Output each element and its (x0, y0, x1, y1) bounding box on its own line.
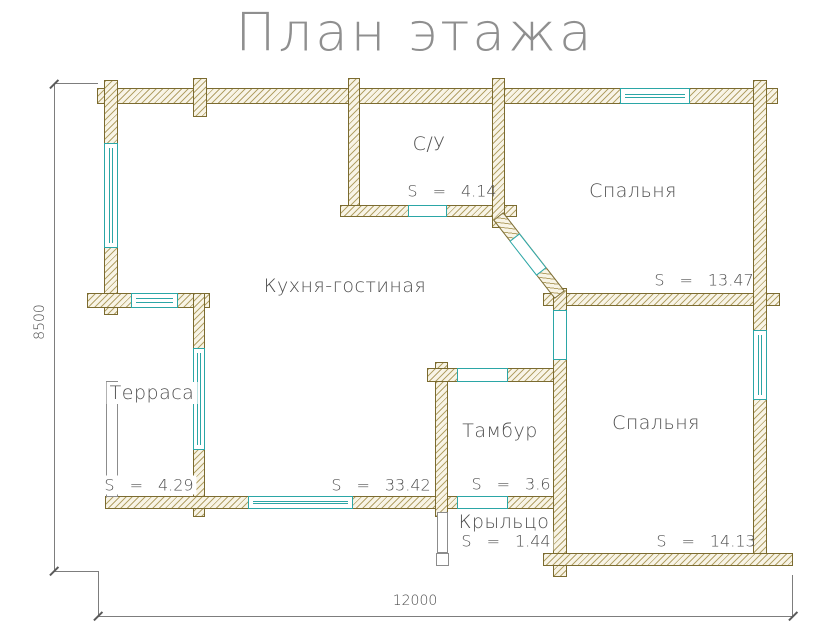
area-value: 33.42 (384, 475, 431, 495)
dimension-extension-top (54, 83, 98, 84)
area-value: 4.29 (157, 475, 194, 495)
area-symbol: S (654, 270, 665, 290)
area-label-kitchen: S = 33.42 (331, 476, 430, 495)
area-value: 13.47 (707, 270, 754, 290)
door-vestibule-bottom (457, 496, 508, 509)
area-symbol: S (104, 475, 115, 495)
room-label-bedroom2: Спальня (612, 412, 700, 434)
porch-edge-wall (437, 512, 448, 553)
window-left-wall (104, 143, 118, 248)
porch-post (436, 553, 449, 566)
area-symbol: S (331, 475, 342, 495)
room-label-porch: Крыльцо (455, 511, 553, 533)
room-label-terrace: Терраса (106, 382, 198, 404)
window-left-stub (131, 293, 178, 308)
area-equals: = (486, 531, 500, 551)
area-label-vestibule: S = 3.6 (471, 475, 550, 494)
area-label-terrace: S = 4.29 (101, 475, 197, 495)
area-equals: = (356, 475, 370, 495)
dimension-width-label: 12000 (392, 593, 438, 609)
terrace-edge-wall (106, 381, 118, 497)
area-label-porch: S = 1.44 (458, 531, 554, 551)
area-value: 3.6 (525, 474, 551, 494)
door-bedroom2 (553, 310, 567, 360)
area-value: 14.13 (709, 531, 756, 551)
room-label-bedroom1: Спальня (589, 180, 677, 202)
page-title: План этажа (235, 2, 595, 64)
dimension-height-label: 8500 (32, 304, 48, 340)
area-label-bedroom2: S = 14.13 (656, 532, 755, 551)
wall-bedroom1-bottom (543, 293, 780, 306)
window-bedroom1-top (620, 88, 690, 104)
area-equals: = (679, 270, 693, 290)
area-equals: = (496, 474, 511, 494)
wall-bathroom-right (492, 78, 505, 228)
area-equals: = (129, 475, 143, 495)
door-bathroom (408, 205, 447, 217)
area-label-bedroom1: S = 13.47 (654, 271, 753, 290)
area-symbol: S (461, 531, 472, 551)
dimension-connector-h (54, 571, 98, 572)
wall-vestibule-left (435, 362, 448, 517)
wall-bedroom2-bottom (543, 553, 793, 566)
window-kitchen-bottom (248, 496, 353, 509)
area-symbol: S (471, 474, 482, 494)
door-diagonal-bedroom1 (509, 233, 547, 276)
window-terrace-divider (193, 348, 205, 450)
wall-log-tab-top (193, 78, 207, 117)
area-value: 1.44 (514, 531, 551, 551)
area-value: 4.14 (460, 181, 497, 201)
wall-exterior-top (97, 88, 778, 104)
window-bedroom2-right (753, 330, 767, 400)
dimension-extension-right (792, 575, 793, 616)
dimension-line-left (54, 84, 55, 571)
room-label-bathroom: С/У (412, 133, 446, 155)
dimension-connector-v (98, 571, 99, 616)
area-equals: = (681, 531, 695, 551)
area-symbol: S (656, 531, 667, 551)
dimension-line-bottom (98, 616, 793, 617)
wall-exterior-right (753, 80, 767, 566)
room-label-vestibule: Тамбур (462, 420, 538, 442)
wall-bathroom-left (348, 78, 360, 217)
area-symbol: S (407, 181, 418, 201)
door-vestibule-top (457, 368, 508, 382)
area-equals: = (432, 181, 446, 201)
area-label-bathroom: S = 4.14 (407, 182, 496, 201)
room-label-kitchen: Кухня-гостиная (263, 275, 427, 297)
